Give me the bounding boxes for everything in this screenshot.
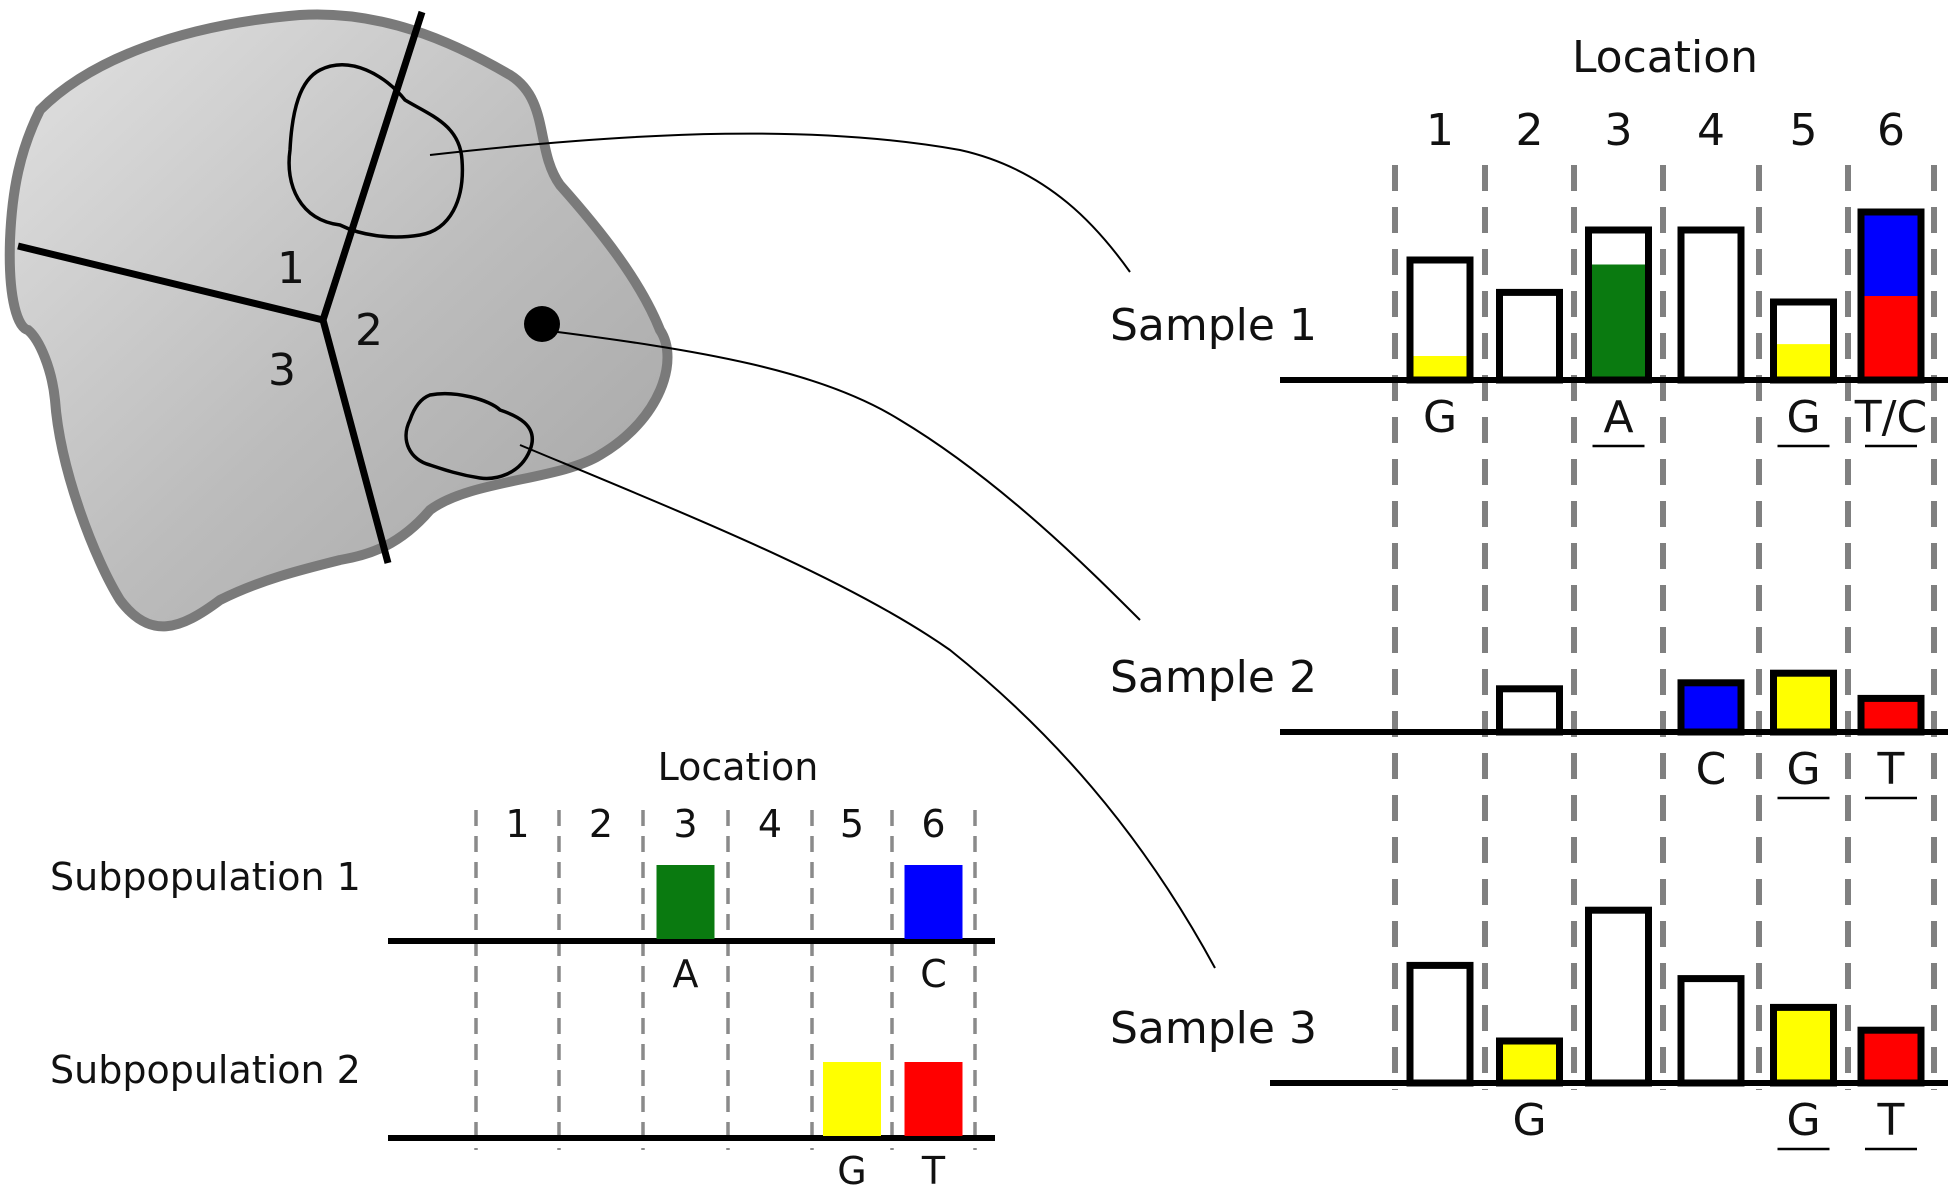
subpopulations: Subpopulation 1 A C Subpopulation 2 G T <box>50 855 995 1193</box>
sample-2-point <box>524 306 560 342</box>
leader-line-sample-1 <box>429 132 1131 273</box>
base-label: G <box>1512 1095 1546 1146</box>
bar-fill-G <box>1773 673 1834 732</box>
read-depth-bar <box>1677 226 1745 384</box>
subpopulation-name: Subpopulation 2 <box>50 1048 361 1092</box>
mutation-box-G <box>823 1062 881 1136</box>
sample-name: Sample 3 <box>1110 1003 1317 1054</box>
base-label: G <box>1423 392 1457 443</box>
sample-name: Sample 2 <box>1110 652 1317 703</box>
read-depth-bar <box>1496 1037 1563 1087</box>
read-depth-bar <box>1496 685 1563 736</box>
tumor: 1 2 3 <box>4 9 673 632</box>
sample-name: Sample 1 <box>1110 300 1317 351</box>
bar-fill-C <box>1861 212 1921 296</box>
read-depth-bar <box>1770 1003 1837 1087</box>
location-number: 5 <box>840 802 864 846</box>
bar-fill-T <box>1861 296 1921 380</box>
subpopulation-name: Subpopulation 1 <box>50 855 361 899</box>
base-label: C <box>1696 744 1727 795</box>
region-label-3: 3 <box>268 345 296 396</box>
bar-fill-T <box>1861 1030 1921 1083</box>
sample-2: Sample 2 C G T <box>1110 652 1948 800</box>
read-depth-bar <box>1857 208 1925 384</box>
mutation-box-A <box>656 865 715 939</box>
subpop-location-grid <box>474 810 977 1150</box>
mutation-box-C <box>904 865 963 939</box>
location-number: 5 <box>1790 105 1818 156</box>
base-label: G <box>1786 744 1820 795</box>
sample-3-region <box>404 391 534 481</box>
base-label: T <box>1877 1095 1905 1146</box>
sample-1: Sample 1 G A G T/C <box>1110 208 1948 448</box>
location-number: 2 <box>1516 105 1544 156</box>
sample-location-grid <box>1392 165 1937 1090</box>
tumor-outline <box>4 9 673 632</box>
region-label-2: 2 <box>355 305 383 356</box>
region-divider <box>319 319 392 564</box>
subpop-location-numbers: 1 2 3 4 5 6 <box>505 802 945 846</box>
bar-fill-G <box>1773 1007 1834 1083</box>
mutation-label: T <box>921 1149 946 1193</box>
location-number: 1 <box>505 802 529 846</box>
sample-location-numbers: 1 2 3 4 5 6 <box>1426 105 1905 156</box>
base-label: G <box>1786 1095 1820 1146</box>
read-depth-bar <box>1406 256 1474 384</box>
read-depth-bar <box>1677 975 1745 1087</box>
location-number: 4 <box>1697 105 1725 156</box>
base-label: T/C <box>1854 392 1927 443</box>
mutation-label: G <box>837 1149 866 1193</box>
mutation-box-T <box>904 1062 963 1136</box>
read-depth-bar <box>1857 1026 1925 1087</box>
region-label-1: 1 <box>277 243 305 294</box>
subpopulation-1: Subpopulation 1 A C <box>50 855 995 996</box>
region-divider <box>319 10 426 322</box>
read-depth-bar <box>1496 288 1563 384</box>
leader-line-sample-3 <box>519 444 1216 969</box>
bar-fill-A <box>1588 264 1649 380</box>
bar-fill-G <box>1773 344 1834 380</box>
samples: Sample 1 G A G T/C Sample 2 C G T Sample 3 G G T <box>1110 208 1948 1151</box>
sample-panel: Location 1 2 3 4 5 6 Sample 1 G A G T/C Sample 2 C G… <box>1110 32 1948 1151</box>
read-depth-bar <box>1406 961 1474 1087</box>
location-number: 6 <box>921 802 945 846</box>
bar-fill-G <box>1410 356 1470 380</box>
read-depth-bar <box>1677 679 1745 736</box>
read-depth-bar <box>1770 669 1837 736</box>
mutation-label: A <box>673 952 699 996</box>
region-divider <box>17 242 324 324</box>
base-label: G <box>1786 392 1820 443</box>
bar-fill-T <box>1861 698 1921 732</box>
location-number: 4 <box>758 802 782 846</box>
subpop-location-title: Location <box>658 745 819 789</box>
subpopulation-2: Subpopulation 2 G T <box>50 1048 995 1193</box>
mutation-label: C <box>920 952 947 996</box>
leader-lines <box>429 132 1216 969</box>
sample-1-region <box>287 63 465 239</box>
bar-fill-C <box>1681 682 1741 732</box>
location-number: 3 <box>1605 105 1633 156</box>
location-number: 6 <box>1877 105 1905 156</box>
bar-fill-G <box>1499 1041 1560 1083</box>
location-title: Location <box>1572 32 1758 83</box>
sample-3: Sample 3 G G T <box>1110 906 1948 1151</box>
location-number: 1 <box>1426 105 1454 156</box>
base-label: T <box>1877 744 1905 795</box>
location-number: 3 <box>673 802 697 846</box>
location-number: 2 <box>589 802 613 846</box>
read-depth-bar <box>1857 694 1925 736</box>
read-depth-bar <box>1585 226 1652 384</box>
leader-line-sample-2 <box>541 329 1141 621</box>
read-depth-bar <box>1770 298 1837 384</box>
read-depth-bar <box>1585 906 1652 1087</box>
base-label: A <box>1603 392 1633 443</box>
